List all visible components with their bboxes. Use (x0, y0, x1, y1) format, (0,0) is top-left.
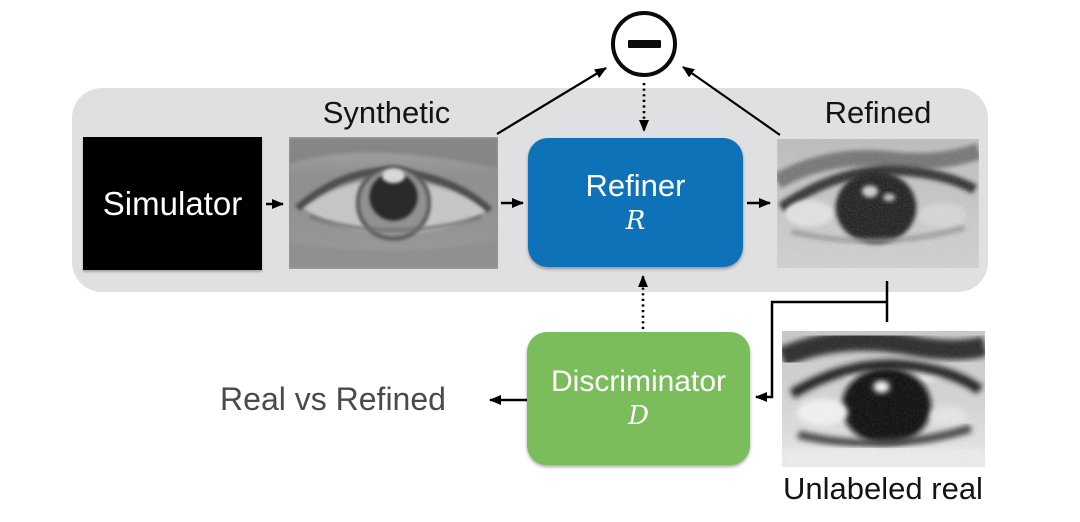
refiner-node: Refiner R (528, 138, 743, 267)
simulator-node-label: Simulator (102, 184, 243, 222)
discriminator-node-symbol: D (628, 401, 649, 432)
real-vs-refined-label: Real vs Refined (220, 381, 446, 417)
discriminator-node-label: Discriminator (550, 364, 727, 398)
refined-eye-image (777, 139, 979, 268)
unlabeled-real-eye-image (782, 331, 985, 467)
refiner-node-symbol: R (625, 205, 646, 236)
discriminator-node: Discriminator D (527, 332, 750, 465)
synthetic-eye-image (289, 137, 498, 269)
simulator-node: Simulator (83, 137, 262, 270)
synthetic-label: Synthetic (322, 95, 451, 130)
refiner-node-label: Refiner (585, 168, 686, 204)
unlabeled-real-label: Unlabeled real (783, 471, 983, 506)
refined-label: Refined (824, 95, 932, 130)
minus-icon (627, 40, 661, 48)
minus-circle-icon (611, 11, 677, 77)
